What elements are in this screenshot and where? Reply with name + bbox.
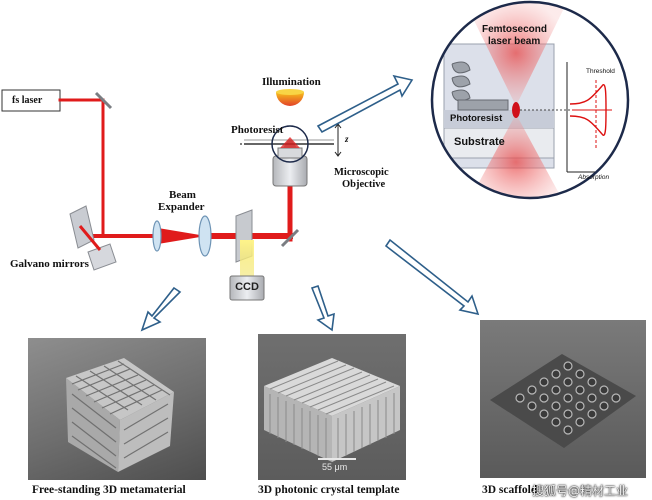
inset-threshold-label: Threshold xyxy=(586,68,615,75)
sem-image-photonic-crystal: 55 μm xyxy=(258,334,406,480)
sem-image-metamaterial xyxy=(28,338,206,480)
inset-title-1: Femtosecond xyxy=(482,24,548,35)
zoom-inset xyxy=(432,2,628,198)
beam-expander-label-1: Beam xyxy=(169,189,196,201)
written-structure-icon xyxy=(451,61,471,102)
lens-icon xyxy=(152,220,162,252)
lens-icon xyxy=(198,215,212,257)
scale-bar xyxy=(318,458,356,460)
inset-photoresist-label: Photoresist xyxy=(450,113,503,124)
z-axis-label: z xyxy=(345,134,349,144)
watermark-text: 搜狐号@精材工业 xyxy=(532,484,629,498)
ccd-camera-icon xyxy=(229,275,265,301)
galvano-mirrors-icon xyxy=(69,205,117,271)
beam-expander-label-2: Expander xyxy=(158,201,205,213)
laser-cone xyxy=(464,2,568,106)
caption-photonic-crystal: 3D photonic crystal template xyxy=(258,484,400,496)
caption-scaffold: 3D scaffold xyxy=(482,484,538,496)
zoom-arrow xyxy=(316,74,414,134)
ccd-light-path xyxy=(240,240,254,276)
illumination-label: Illumination xyxy=(262,76,321,88)
inset-title-2: laser beam xyxy=(488,36,541,47)
objective-label-1: Microscopic xyxy=(334,167,389,178)
lamp-icon xyxy=(276,92,304,106)
fs-laser-label: fs laser xyxy=(12,95,43,106)
mirror-icon xyxy=(280,228,300,248)
focus-spot-circle xyxy=(271,125,309,163)
objective-label-2: Objective xyxy=(342,179,386,190)
sample-arrow-left xyxy=(140,286,182,332)
laser-beam xyxy=(58,98,293,244)
sample-arrow-middle xyxy=(310,284,335,332)
sample-arrow-right xyxy=(384,238,480,316)
sem-image-scaffold xyxy=(480,320,646,478)
mirror-icon xyxy=(94,91,113,110)
inset-absorption-label: Absorption xyxy=(578,174,610,181)
photoresist-label: Photoresist xyxy=(231,124,284,136)
zoom-circle-border xyxy=(430,0,630,200)
scale-bar-label: 55 μm xyxy=(322,462,348,472)
inset-substrate-label: Substrate xyxy=(454,136,505,148)
galvano-mirrors-label: Galvano mirrors xyxy=(10,258,89,270)
ccd-label: CCD xyxy=(235,281,259,293)
caption-metamaterial: Free-standing 3D metamaterial xyxy=(32,484,186,496)
